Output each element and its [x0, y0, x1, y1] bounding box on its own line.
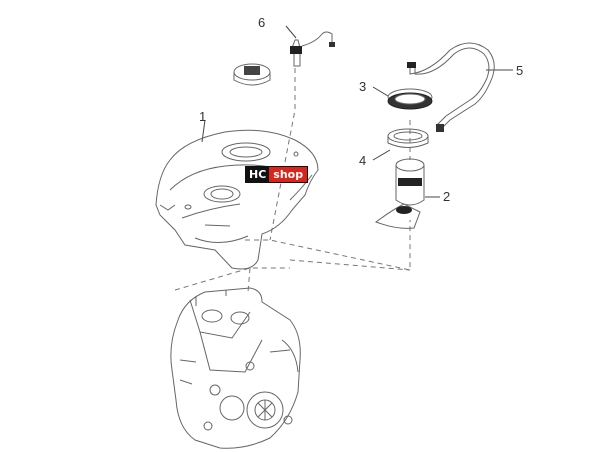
callout-5: 5 — [516, 63, 524, 78]
fuel-hose — [407, 42, 495, 132]
ring-nut — [387, 88, 433, 110]
fuel-pump — [374, 158, 425, 229]
fuel-tank — [155, 129, 319, 270]
callout-6: 6 — [258, 15, 266, 30]
engine — [170, 287, 301, 449]
filler-cap — [233, 63, 271, 86]
callout-2: 2 — [443, 189, 451, 204]
hc-shop-watermark: HC shop — [245, 166, 309, 183]
level-sensor — [290, 31, 335, 67]
callout-4: 4 — [359, 153, 367, 168]
callout-3: 3 — [359, 79, 367, 94]
watermark-shop: shop — [269, 167, 308, 182]
gasket-ring — [387, 128, 429, 148]
watermark-hc: HC — [246, 167, 270, 182]
callout-1: 1 — [199, 109, 207, 124]
